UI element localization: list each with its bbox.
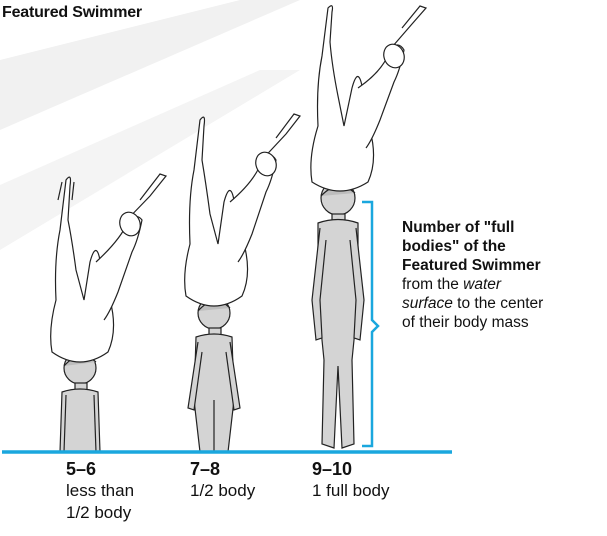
annotation-line-3: Featured Swimmer: [402, 256, 602, 275]
swimmer-7-8: [185, 114, 300, 452]
support-swimmer-5-6: [60, 352, 100, 452]
level-score: 9–10: [312, 458, 390, 480]
top-swimmer-5-6: [51, 174, 166, 362]
annotation-line-4: from the water: [402, 276, 501, 293]
annotation-line-4-text: from the: [402, 276, 463, 293]
level-desc-line: less than: [66, 480, 134, 502]
level-desc-line: 1/2 body: [190, 480, 255, 502]
level-desc-line: 1 full body: [312, 480, 390, 502]
annotation-line-5-text: to the center: [453, 295, 543, 312]
support-swimmer-9-10: [312, 181, 364, 448]
annotation-line-1: Number of "full: [402, 218, 602, 237]
swimmer-5-6: [51, 174, 166, 452]
body-height-bracket: [362, 202, 378, 446]
annotation-line-6: of their body mass: [402, 314, 529, 331]
annotation: Number of "full bodies" of the Featured …: [402, 218, 602, 332]
support-swimmer-7-8: [188, 297, 240, 452]
level-caption-5-6: 5–6 less than 1/2 body: [66, 458, 134, 524]
annotation-water-word: water: [463, 276, 501, 293]
annotation-line-2: bodies" of the: [402, 237, 602, 256]
annotation-line-5: surface to the center: [402, 295, 543, 312]
top-swimmer-7-8: [185, 114, 300, 306]
level-desc-line: 1/2 body: [66, 502, 134, 524]
level-score: 7–8: [190, 458, 255, 480]
level-caption-7-8: 7–8 1/2 body: [190, 458, 255, 502]
top-swimmer-9-10: [311, 6, 426, 191]
level-score: 5–6: [66, 458, 134, 480]
annotation-surface-word: surface: [402, 295, 453, 312]
diagram-title: Featured Swimmer: [2, 4, 142, 22]
level-caption-9-10: 9–10 1 full body: [312, 458, 390, 502]
